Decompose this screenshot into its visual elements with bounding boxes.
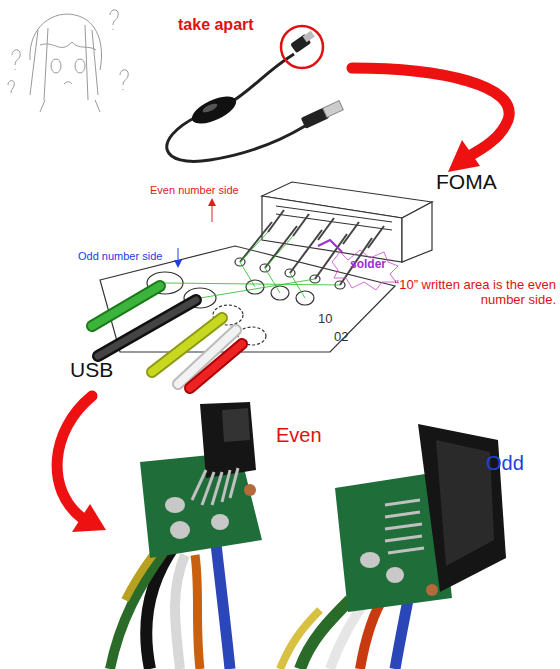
pins (240, 210, 384, 285)
part-name: USB (70, 358, 113, 382)
photo-label: Even (276, 424, 322, 447)
photo-label: Odd (486, 452, 524, 475)
solder-burst (332, 250, 398, 290)
red-arrow (57, 396, 106, 532)
side-arrows (174, 198, 216, 268)
cable (167, 26, 343, 161)
step-label: take apart (178, 16, 254, 34)
side-label: Odd number side (78, 250, 162, 263)
solder-mark (318, 240, 342, 252)
solder-note: solder (350, 258, 386, 272)
pin-leaders (165, 232, 340, 298)
red-arrow (352, 68, 509, 172)
part-name: FOMA (436, 170, 497, 194)
girl-sketch (8, 10, 128, 112)
note: “10” written area is the even number sid… (370, 278, 556, 308)
photo-even (110, 402, 262, 669)
board-marking: 02 (334, 330, 348, 345)
photo-odd (280, 424, 506, 669)
wires (92, 286, 242, 388)
board-marking: 10 (318, 312, 332, 327)
side-label: Even number side (150, 184, 239, 197)
